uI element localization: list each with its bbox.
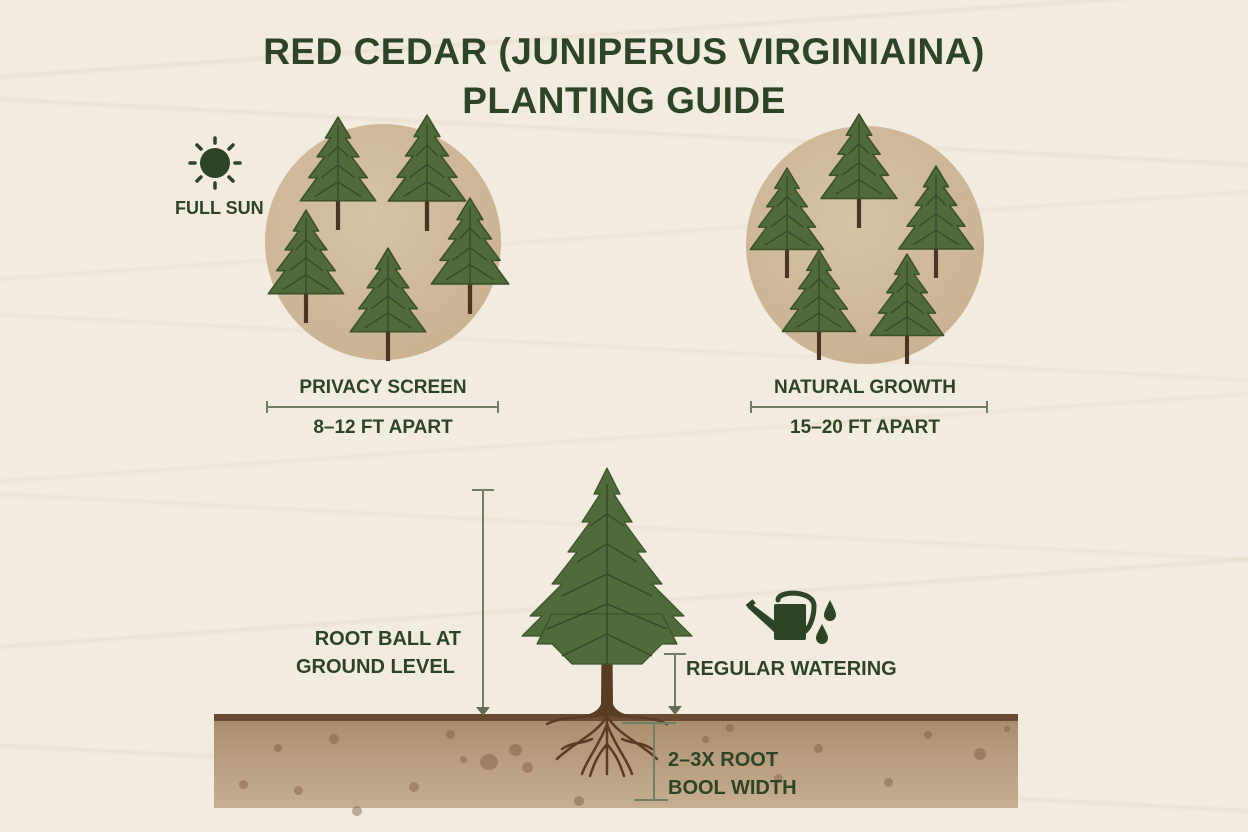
privacy-screen-spacing: 8–12 FT APART: [313, 417, 453, 438]
privacy-screen-label: PRIVACY SCREEN: [299, 377, 467, 398]
root-ball-label: ROOT BALL AT GROUND LEVEL: [296, 625, 466, 681]
natural-growth-label: NATURAL GROWTH: [774, 377, 956, 398]
dimension-tick: [750, 401, 752, 413]
dimension-tick: [497, 401, 499, 413]
soil-cross-section: [214, 716, 1018, 816]
arrow-down-icon: [668, 706, 682, 715]
sun-label: FULL SUN: [175, 198, 264, 218]
arrow-down-icon: [476, 707, 490, 716]
root-ball-label-line1: ROOT BALL AT: [314, 628, 461, 650]
watering-dimension-line: [674, 654, 676, 710]
root-ball-dimension-line: [482, 490, 484, 712]
planted-cedar-tree: [512, 464, 702, 784]
spacing-dimension-line: [266, 406, 499, 408]
dimension-tick: [622, 722, 676, 724]
hole-width-label-line2: BOOL WIDTH: [668, 777, 797, 799]
hole-width-label: 2–3X ROOT BOOL WIDTH: [668, 746, 797, 802]
root-ball-label-line2: GROUND LEVEL: [296, 656, 455, 678]
page-title-line1: RED CEDAR (JUNIPERUS VIRGINIAINA): [263, 31, 985, 72]
sun-icon: [185, 136, 245, 196]
watering-label: REGULAR WATERING: [686, 658, 897, 680]
natural-growth-spacing: 15–20 FT APART: [790, 417, 940, 438]
hole-width-dimension-line: [653, 722, 655, 800]
ground-surface-line: [214, 714, 1018, 721]
tree-icon: [264, 208, 348, 323]
tree-icon: [776, 248, 862, 360]
watering-can-icon: [745, 590, 846, 652]
tree-icon: [344, 246, 432, 361]
dimension-tick: [266, 401, 268, 413]
dimension-tick: [986, 401, 988, 413]
tree-icon: [425, 196, 515, 314]
hole-width-label-line1: 2–3X ROOT: [668, 749, 779, 771]
tree-icon: [864, 252, 950, 364]
spacing-dimension-line: [750, 406, 988, 408]
page-title-line2: PLANTING GUIDE: [462, 80, 786, 121]
dimension-tick: [634, 799, 668, 801]
